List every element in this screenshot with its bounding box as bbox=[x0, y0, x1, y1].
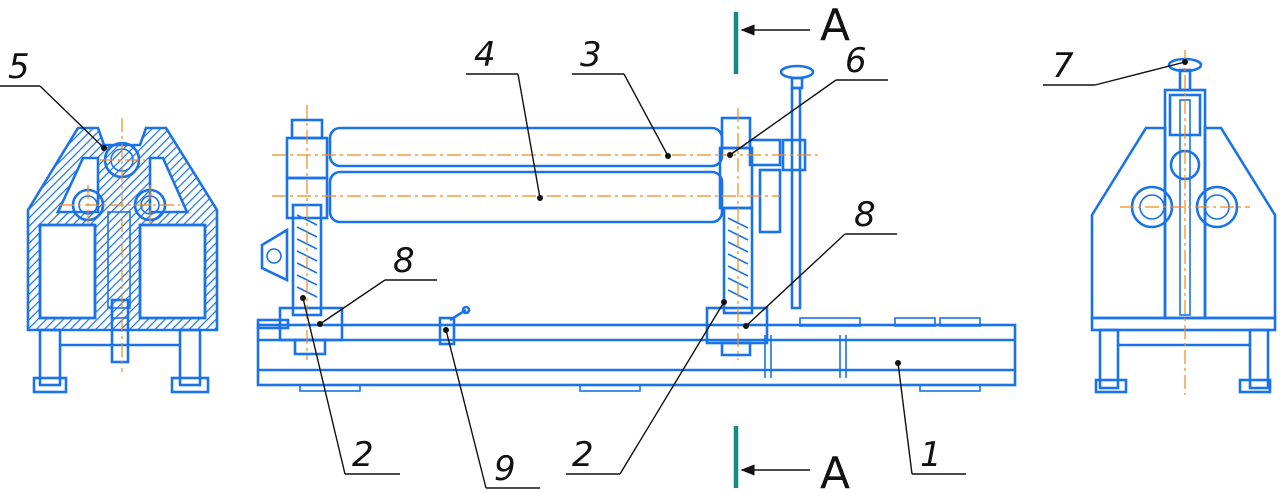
svg-text:8: 8 bbox=[393, 241, 415, 281]
left-section-view bbox=[26, 118, 219, 394]
svg-text:4: 4 bbox=[474, 35, 496, 75]
front-view bbox=[256, 64, 1017, 392]
section-cut-marker-top: A bbox=[733, 0, 850, 74]
svg-text:6: 6 bbox=[845, 41, 867, 81]
section-cut-marker-bottom: A bbox=[733, 426, 850, 493]
svg-text:2: 2 bbox=[572, 435, 594, 475]
svg-text:2: 2 bbox=[352, 435, 374, 475]
callout-7: 7 bbox=[1043, 46, 1188, 86]
svg-text:8: 8 bbox=[854, 195, 876, 235]
svg-text:3: 3 bbox=[580, 35, 602, 75]
roller-lower bbox=[328, 170, 724, 224]
svg-text:9: 9 bbox=[494, 449, 516, 489]
base-frame bbox=[256, 323, 1017, 387]
callout-4: 4 bbox=[466, 35, 543, 201]
callout-1: 1 bbox=[895, 360, 966, 475]
svg-text:5: 5 bbox=[8, 47, 30, 87]
callout-5: 5 bbox=[0, 47, 107, 151]
svg-text:7: 7 bbox=[1052, 46, 1074, 86]
callout-6: 6 bbox=[727, 41, 888, 158]
callout-3: 3 bbox=[572, 35, 671, 159]
callout-2-right: 2 bbox=[566, 299, 727, 475]
svg-text:1: 1 bbox=[920, 435, 942, 475]
callout-8-left: 8 bbox=[317, 241, 437, 327]
callout-9: 9 bbox=[443, 327, 540, 489]
right-side-view bbox=[1090, 50, 1277, 395]
callout-8-right: 8 bbox=[743, 195, 897, 329]
section-label-top: A bbox=[820, 0, 850, 51]
callout-2-left: 2 bbox=[300, 295, 400, 475]
section-label-bottom: A bbox=[820, 448, 850, 493]
